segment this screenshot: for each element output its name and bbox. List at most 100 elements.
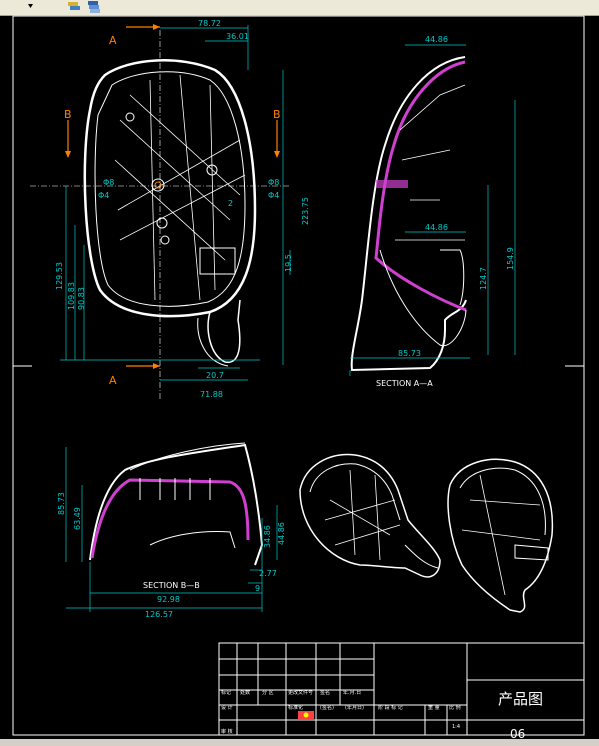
iso-view-closed (447, 458, 554, 613)
front-inner-outline (94, 71, 246, 307)
cad-toolbar (0, 0, 599, 16)
dim-label: 124.7 (479, 267, 488, 290)
side-view (349, 44, 516, 376)
iso-closed-rim (459, 467, 546, 536)
section-a-caption: SECTION A—A (376, 379, 433, 388)
iso-open-rim (309, 463, 401, 521)
dim-label: 9 (255, 584, 260, 593)
iso-open-outline (299, 453, 441, 578)
dim-label: 223.75 (301, 197, 310, 225)
dim-label: Φ4 (98, 191, 109, 200)
drawing-border (12, 15, 585, 736)
layer-stack-icon[interactable] (88, 1, 100, 13)
section-letter: A (109, 374, 117, 387)
iso-closed-outline (447, 458, 554, 613)
side-hatch-wall (374, 60, 467, 312)
front-tab-inner (197, 317, 229, 367)
title-block-text: 标记 处数 分 区 更改文件号 签名 年.月.日 设 计 标准化 (签名) (年… (221, 689, 461, 735)
front-outer-outline (83, 59, 257, 318)
tb-label: 标准化 (288, 704, 303, 711)
dim-label: 2.77 (259, 569, 277, 578)
front-diagonal-ribs (117, 139, 246, 241)
bottom-dimension-lines (65, 447, 278, 612)
tb-label: (年月日) (345, 704, 364, 711)
front-boss-block (199, 247, 236, 275)
section-letter: B (273, 108, 281, 121)
front-hole-1 (151, 178, 165, 192)
tb-label: 分 区 (262, 689, 274, 696)
dim-label: 85.73 (57, 492, 66, 515)
tb-label: 年.月.日 (343, 689, 361, 696)
bottom-ribs (139, 478, 211, 500)
dim-label: 90.83 (77, 287, 86, 310)
bottom-outer-outline (89, 443, 264, 566)
bottom-dim-labels: 85.73 63.49 34.86 44.86 2.77 9 92.98 126… (57, 492, 286, 619)
dim-label: 36.01 (226, 32, 249, 41)
tb-label: 重 量 (428, 704, 440, 711)
front-hole-4 (160, 235, 170, 245)
dim-label: 20.7 (206, 371, 224, 380)
tb-label: 更改文件号 (288, 689, 313, 696)
toolbar-icons (28, 1, 100, 13)
dim-label: Φ8 (103, 178, 114, 187)
tb-label: 标记 (221, 689, 231, 696)
dim-label: 63.49 (73, 507, 82, 530)
bottom-inner-curve (149, 531, 236, 549)
dim-label: 109.83 (67, 282, 76, 310)
arrow-icon (153, 363, 160, 369)
front-dimension-lines (60, 25, 291, 381)
arrow-icon (274, 151, 280, 158)
arrow-icon (153, 24, 160, 30)
front-tab-outline (207, 299, 241, 363)
iso-view-open (299, 453, 441, 578)
layers-icon[interactable] (68, 2, 80, 10)
tb-label: 比 例 (449, 704, 461, 711)
front-hole-3 (156, 217, 168, 229)
section-letter: B (64, 108, 72, 121)
dim-label: Φ8 (268, 178, 279, 187)
dim-label: 78.72 (198, 19, 221, 28)
tb-label: 签名 (320, 689, 330, 696)
section-letter: A (109, 34, 117, 47)
side-dimension-lines (349, 44, 516, 376)
iso-closed-surface-lines (461, 474, 541, 596)
side-hatch-block (376, 180, 408, 188)
dim-label: 44.86 (425, 223, 448, 232)
iso-closed-notch (514, 544, 549, 561)
horizontal-scrollbar[interactable] (0, 739, 599, 746)
dim-label: 34.86 (263, 525, 272, 548)
section-letters: A A B B (64, 34, 281, 387)
tb-label: 设 计 (221, 704, 233, 711)
cad-drawing: 78.72 36.01 Φ8 Φ4 Φ8 Φ4 2 223.75 129.53 … (12, 15, 585, 739)
drawing-title: 产品图 (498, 690, 543, 708)
dropdown-arrow-icon[interactable] (28, 4, 33, 8)
dim-label: 85.73 (398, 349, 421, 358)
dim-label: 154.9 (506, 247, 515, 270)
front-hole-1-center (154, 181, 162, 189)
front-dim-labels: 78.72 36.01 Φ8 Φ4 Φ8 Φ4 2 223.75 129.53 … (55, 19, 310, 399)
side-dim-labels: 44.86 44.86 154.9 124.7 85.73 (398, 35, 515, 358)
title-block (218, 642, 585, 736)
dim-label: 44.86 (425, 35, 448, 44)
iso-open-tab (404, 544, 439, 569)
tb-label: 审 核 (221, 728, 233, 735)
side-outer-outline (350, 56, 467, 372)
bottom-view (65, 442, 278, 612)
dim-label: 19.5 (284, 254, 293, 272)
dim-label: 2 (228, 199, 233, 208)
dim-label: 71.88 (200, 390, 223, 399)
bottom-top-curve (129, 442, 246, 471)
dim-label: 129.53 (55, 262, 64, 290)
side-ribs (395, 84, 466, 241)
tb-label: 阶 段 标 记 (378, 704, 403, 711)
section-b-caption: SECTION B—B (143, 581, 200, 590)
tb-label: (签名) (320, 704, 334, 711)
bottom-hatch-wall (90, 478, 250, 559)
iso-open-ribs (324, 469, 401, 561)
arrow-icon (65, 151, 71, 158)
front-hole-5 (125, 112, 135, 122)
front-view (30, 24, 291, 400)
tb-scale: 1:4 (452, 724, 460, 730)
title-block-frame (218, 642, 585, 736)
dim-label: 92.98 (157, 595, 180, 604)
